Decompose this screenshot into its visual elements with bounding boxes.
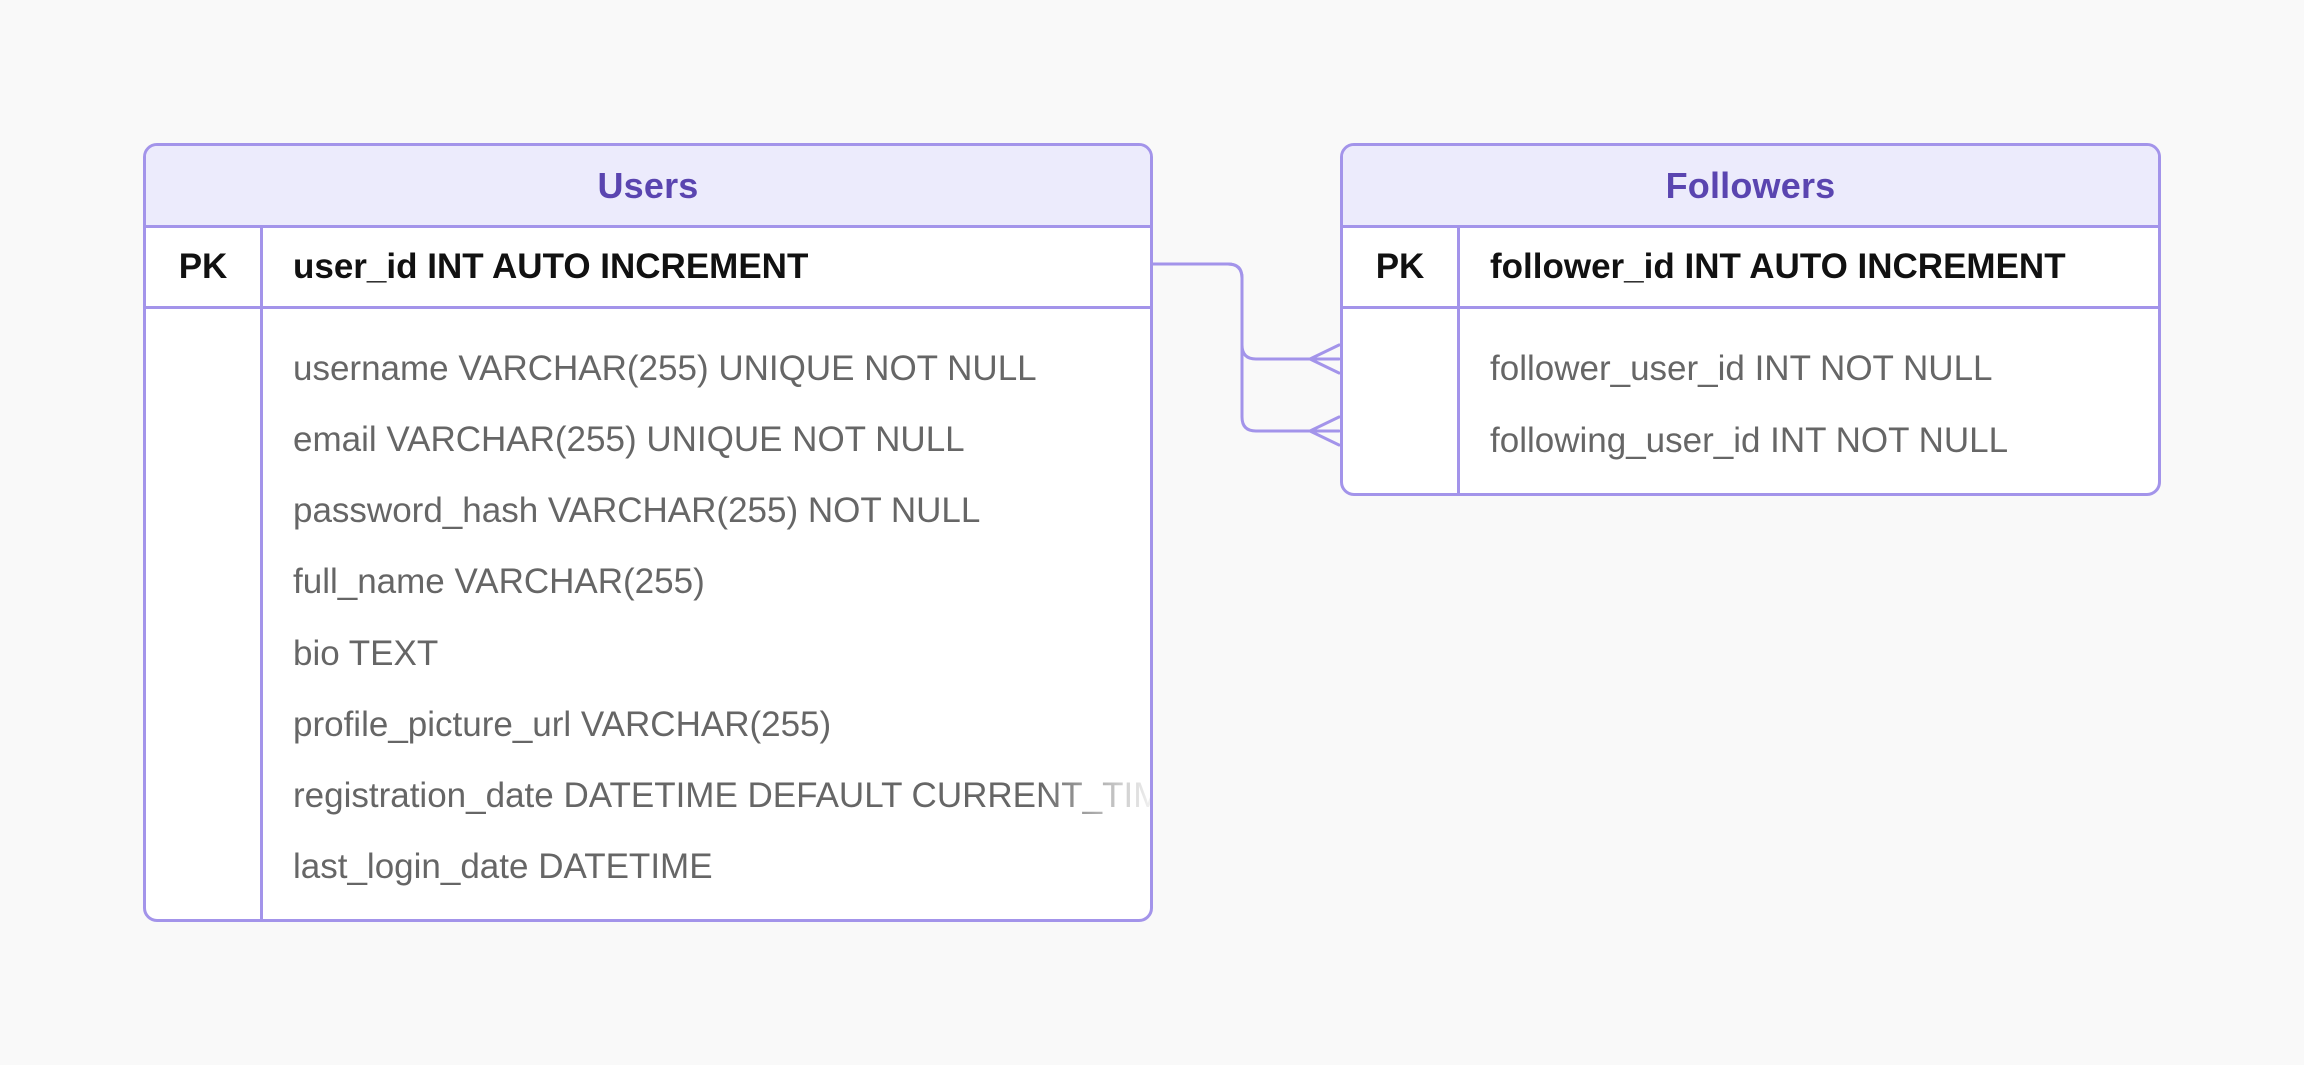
followers-entity-title: Followers — [1665, 164, 1836, 206]
crowfoot-many-icon — [1308, 415, 1341, 447]
followers-field-following-user-id: following_user_id INT NOT NULL — [1490, 421, 2009, 460]
users-entity-title: Users — [597, 164, 699, 206]
users-field-full-name: full_name VARCHAR(255) — [293, 562, 705, 602]
users-field-password-hash: password_hash VARCHAR(255) NOT NULL — [293, 491, 981, 531]
followers-entity: Followers PK follower_id INT AUTO INCREM… — [1340, 143, 2161, 496]
users-fields-list: username VARCHAR(255) UNIQUE NOT NULL em… — [263, 309, 1150, 919]
users-field-registration-date: registration_date DATETIME DEFAULT CURRE… — [263, 760, 1150, 832]
followers-primary-key-field: follower_id INT AUTO INCREMENT — [1490, 247, 2066, 286]
relationship-line-user-to-follower-user — [1150, 262, 1341, 361]
followers-field-follower-user-id: follower_user_id INT NOT NULL — [1490, 349, 1993, 388]
users-field-profile-picture-url: profile_picture_url VARCHAR(255) — [293, 704, 832, 744]
users-entity: Users PK user_id INT AUTO INCREMENT user… — [143, 143, 1153, 922]
followers-primary-key-row: PK follower_id INT AUTO INCREMENT — [1343, 228, 2158, 309]
crowfoot-many-icon — [1308, 343, 1341, 375]
followers-fields-list: follower_user_id INT NOT NULL following_… — [1460, 309, 2158, 493]
users-fields-row: username VARCHAR(255) UNIQUE NOT NULL em… — [146, 309, 1150, 919]
followers-fields-row: follower_user_id INT NOT NULL following_… — [1343, 309, 2158, 493]
users-field-email: email VARCHAR(255) UNIQUE NOT NULL — [293, 419, 965, 459]
relationship-line-user-to-following-user — [1150, 262, 1341, 433]
users-entity-header: Users — [146, 146, 1150, 228]
followers-key-column — [1343, 309, 1460, 493]
users-field-last-login-date: last_login_date DATETIME — [293, 847, 713, 887]
followers-primary-key-label: PK — [1343, 228, 1460, 306]
users-field-username: username VARCHAR(255) UNIQUE NOT NULL — [293, 348, 1037, 388]
users-primary-key-field: user_id INT AUTO INCREMENT — [293, 247, 809, 286]
users-field-bio: bio TEXT — [293, 633, 439, 673]
followers-entity-header: Followers — [1343, 146, 2158, 228]
users-key-column — [146, 309, 263, 919]
users-primary-key-row: PK user_id INT AUTO INCREMENT — [146, 228, 1150, 309]
users-primary-key-label: PK — [146, 228, 263, 306]
